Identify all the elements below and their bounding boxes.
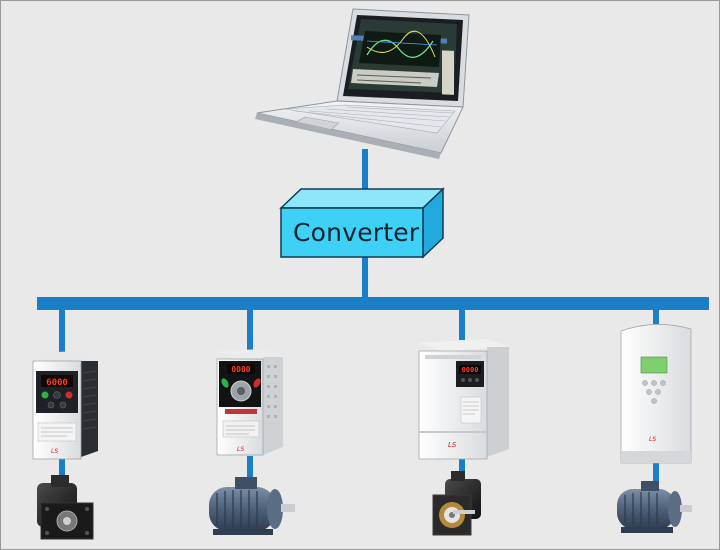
drive-button-icon	[651, 380, 657, 386]
drive-display-text-2: 0000	[231, 365, 250, 374]
drive-button-icon	[461, 378, 465, 382]
motor-link-2	[247, 456, 253, 478]
brand-label-1: LS	[51, 448, 58, 455]
converter-label: Converter	[293, 218, 420, 247]
drive-unit-3	[418, 339, 509, 460]
converter-top-face	[279, 188, 445, 209]
drive-display-1	[41, 375, 73, 387]
drive-button-icon	[59, 401, 67, 409]
drop-line-3	[459, 310, 465, 340]
drive-button-icon	[47, 401, 55, 409]
drive-button-icon	[651, 398, 657, 404]
drive-button-icon	[53, 391, 61, 399]
drive-button-icon	[253, 378, 261, 388]
servo-motor-1	[37, 475, 94, 540]
bus-lines	[37, 149, 709, 485]
drive-unit-4	[620, 324, 692, 464]
drive-button-icon	[660, 380, 666, 386]
main-bus-line	[37, 297, 709, 310]
converter-front-face	[280, 207, 424, 258]
drive-unit-1	[32, 351, 98, 460]
drive-button-icon	[65, 391, 73, 399]
converter-link-line	[362, 256, 368, 298]
drop-line-4	[653, 310, 659, 324]
drive-lcd-4	[640, 356, 668, 374]
drop-line-2	[247, 310, 253, 352]
drive-button-icon	[468, 378, 472, 382]
motor-link-4	[653, 463, 659, 485]
drive-button-icon	[655, 389, 661, 395]
motor-link-3	[459, 458, 465, 476]
drive-unit-2	[216, 349, 283, 456]
drop-line-1	[59, 310, 65, 354]
drive-display-readouts: 6000 0000 0000	[46, 365, 478, 388]
brand-label-4: LS	[649, 436, 656, 443]
drive-button-icon	[41, 391, 49, 399]
drive-button-icon	[646, 389, 652, 395]
induction-motor-2	[209, 477, 295, 535]
drive-button-icon	[221, 378, 229, 388]
brand-marks: LS LS LS LS	[51, 436, 656, 455]
drive-button-icon	[642, 380, 648, 386]
drive-display-text-1: 6000	[46, 378, 68, 388]
laptop-icon	[255, 8, 470, 159]
drive-display-3	[459, 365, 481, 374]
induction-motor-4	[617, 481, 692, 533]
laptop-link-line	[362, 149, 368, 195]
servo-motor-3	[432, 471, 481, 536]
converter-box	[279, 187, 445, 259]
drive-display-2	[227, 364, 255, 374]
motor-link-1	[59, 459, 65, 483]
brand-label-3: LS	[448, 441, 457, 449]
drive-button-icon	[475, 378, 479, 382]
drive-display-text-3: 0000	[462, 366, 479, 374]
brand-label-2: LS	[237, 446, 244, 453]
